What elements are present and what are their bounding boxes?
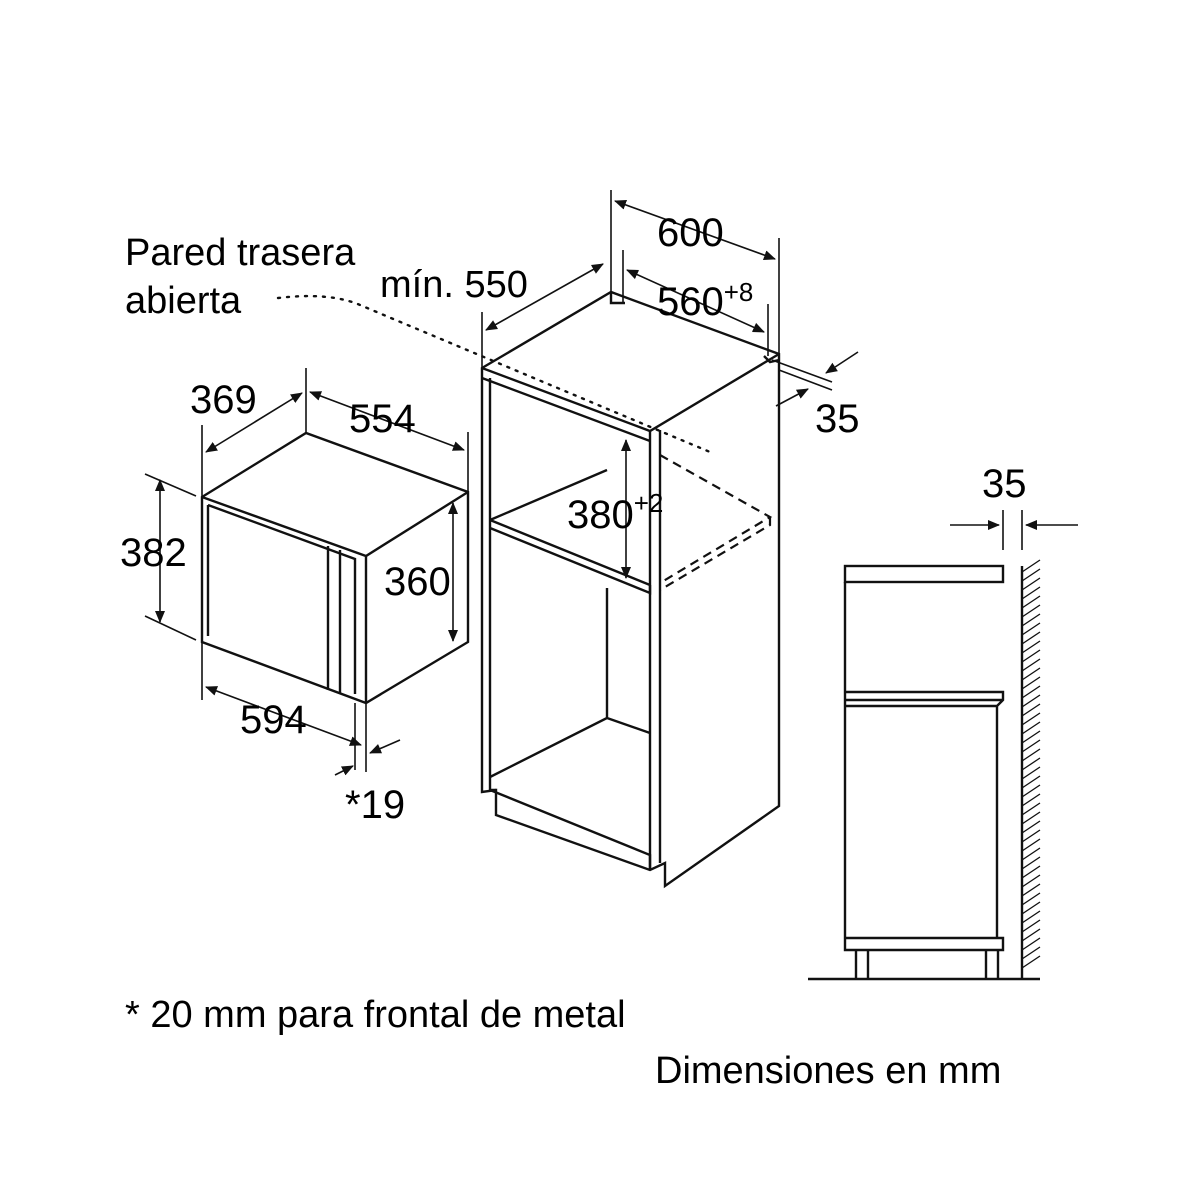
lower-compartment xyxy=(489,588,651,779)
microwave-door-panel xyxy=(206,503,357,694)
microwave-front-edge xyxy=(201,490,469,703)
wall-hatch-stroke xyxy=(1021,658,1041,672)
wall-hatch-stroke xyxy=(1021,793,1041,807)
wall-hatch-stroke xyxy=(1021,811,1041,825)
microwave-control-panel xyxy=(326,546,342,694)
side-view-dimension: 35 xyxy=(950,462,1078,550)
dim-niche-height-tolerance: +2 xyxy=(634,488,664,518)
wall-hatch-stroke xyxy=(1021,640,1041,654)
wall-hatch-stroke xyxy=(1021,775,1041,789)
wall-hatch-stroke xyxy=(1021,883,1041,897)
cabinet-side-panel xyxy=(648,430,662,870)
wall-hatch-stroke xyxy=(1021,946,1041,960)
wall-hatch-stroke xyxy=(1021,613,1041,627)
wall-hatch-stroke xyxy=(1021,721,1041,735)
tall-cabinet xyxy=(480,290,781,889)
wall-hatch-stroke xyxy=(1021,712,1041,726)
rear-wall-label-line1: Pared trasera xyxy=(125,232,356,274)
wall-hatch-stroke xyxy=(1021,820,1041,834)
niche-rear-dashed xyxy=(659,454,773,591)
wall-hatch-stroke xyxy=(1021,595,1041,609)
side-cabinet-body xyxy=(843,582,1005,952)
wall-hatch-stroke xyxy=(1021,568,1041,582)
dim-min-depth-550: mín. 550 xyxy=(380,264,528,306)
wall-hatch-stroke xyxy=(1021,667,1041,681)
wall-hatch-stroke xyxy=(1021,730,1041,744)
wall-hatch-stroke xyxy=(1021,784,1041,798)
wall-hatch-stroke xyxy=(1021,856,1041,870)
wall-hatch-stroke xyxy=(1021,892,1041,906)
wall-hatch-stroke xyxy=(1021,757,1041,771)
wall-hatch-stroke xyxy=(1021,739,1041,753)
wall-hatch-stroke xyxy=(1021,865,1041,879)
dim-niche-height-380: 380+2 xyxy=(567,488,663,537)
units-note: Dimensiones en mm xyxy=(655,1050,1001,1092)
dim-width-554: 554 xyxy=(349,397,416,441)
wall-hatch-stroke xyxy=(1021,910,1041,924)
side-cabinet-feet xyxy=(854,950,1000,979)
wall-hatching xyxy=(1021,559,1041,969)
wall-hatch-stroke xyxy=(1021,838,1041,852)
wall-hatch-stroke xyxy=(1021,901,1041,915)
wall-hatch-stroke xyxy=(1021,748,1041,762)
wall-hatch-stroke xyxy=(1021,577,1041,591)
wall-hatch-stroke xyxy=(1021,694,1041,708)
wall-hatch-stroke xyxy=(1021,874,1041,888)
dim-depth-369: 369 xyxy=(190,378,257,422)
cabinet-top-slab xyxy=(481,352,780,443)
wall-hatch-stroke xyxy=(1021,586,1041,600)
wall-hatch-stroke xyxy=(1021,766,1041,780)
wall-hatch-stroke xyxy=(1021,604,1041,618)
dim-side-gap-35: 35 xyxy=(982,462,1027,506)
cabinet-dimension-lines xyxy=(481,190,859,579)
dim-side-offset-35: 35 xyxy=(815,397,860,441)
wall-hatch-stroke xyxy=(1021,919,1041,933)
wall-hatch-stroke xyxy=(1021,622,1041,636)
wall-hatch-stroke xyxy=(1021,847,1041,861)
wall-hatch-stroke xyxy=(1021,649,1041,663)
rear-wall-label-line2: abierta xyxy=(125,280,242,322)
wall-hatch-stroke xyxy=(1021,829,1041,843)
wall-hatch-stroke xyxy=(1021,703,1041,717)
cabinet-dimension-labels: 600 mín. 550 560+8 35 380+2 xyxy=(380,211,860,537)
dim-height-360: 360 xyxy=(384,560,451,604)
rear-wall-leader-line xyxy=(276,294,712,454)
dim-height-382: 382 xyxy=(120,531,187,575)
microwave-dimension-lines xyxy=(144,368,469,776)
side-view xyxy=(808,559,1041,981)
wall-hatch-stroke xyxy=(1021,955,1041,969)
microwave-dimension-labels: 369 554 382 360 594 *19 xyxy=(120,378,451,827)
wall-hatch-stroke xyxy=(1021,928,1041,942)
rear-wall-note: Pared trasera abierta xyxy=(125,232,356,322)
dim-niche-width-value: 560 xyxy=(657,280,724,324)
dim-front-19: *19 xyxy=(345,783,405,827)
wall-hatch-stroke xyxy=(1021,631,1041,645)
side-top-board xyxy=(843,564,1005,584)
dim-width-594: 594 xyxy=(240,698,307,742)
wall-hatch-stroke xyxy=(1021,937,1041,951)
cabinet-plinth xyxy=(489,788,652,870)
dim-niche-width-tolerance: +8 xyxy=(724,277,754,307)
dim-width-600: 600 xyxy=(657,211,724,255)
dim-niche-width-560: 560+8 xyxy=(657,277,753,324)
wall-hatch-stroke xyxy=(1021,802,1041,816)
wall-hatch-stroke xyxy=(1021,685,1041,699)
wall-hatch-stroke xyxy=(1021,559,1041,573)
dim-niche-height-value: 380 xyxy=(567,493,634,537)
footnote-metal-front: * 20 mm para frontal de metal xyxy=(125,994,626,1036)
cabinet-left-frame xyxy=(488,378,496,792)
wall-hatch-stroke xyxy=(1021,676,1041,690)
